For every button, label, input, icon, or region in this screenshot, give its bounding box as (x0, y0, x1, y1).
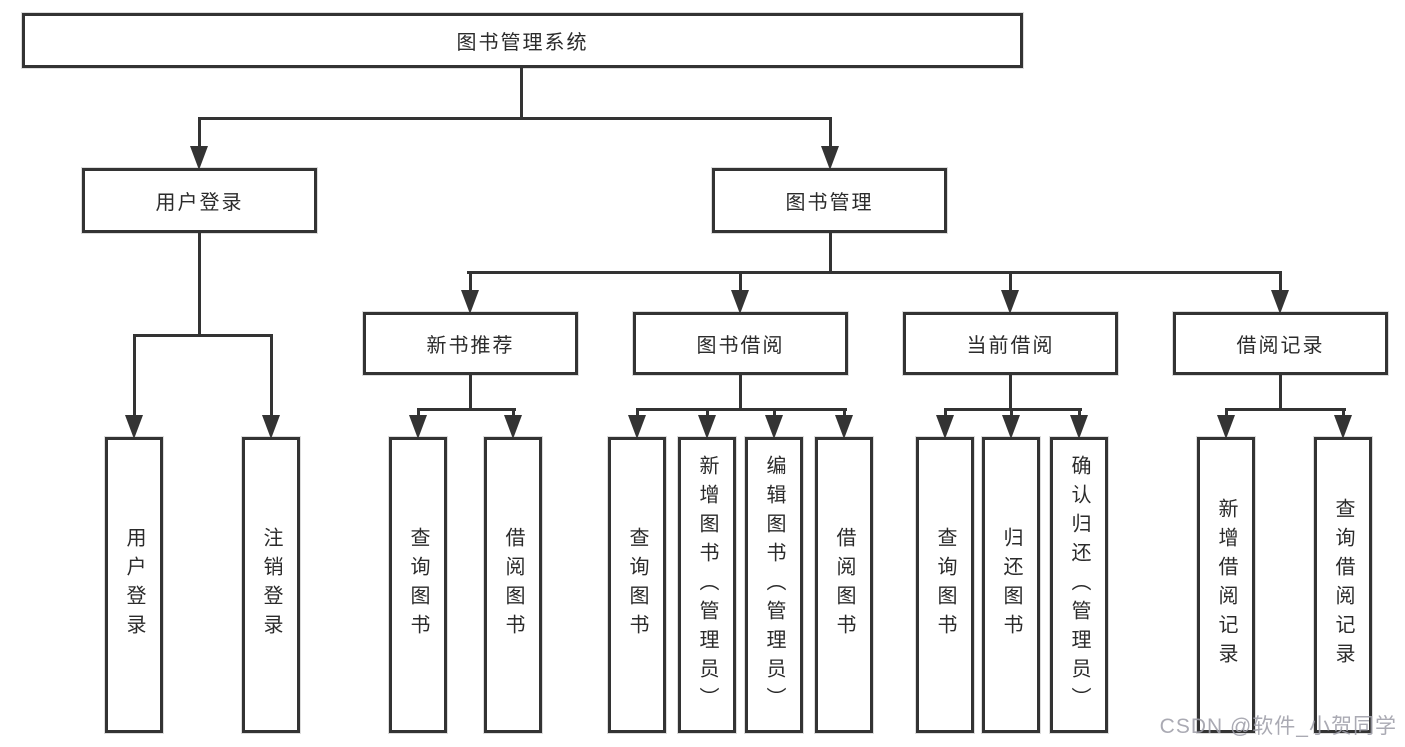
connector-line (197, 118, 201, 148)
connector-line (1278, 272, 1282, 292)
arrowhead-icon (698, 415, 716, 439)
connector-line (1008, 374, 1012, 410)
arrowhead-icon (628, 415, 646, 439)
connector-line (635, 407, 847, 411)
leaf-logout-login: 注销登录 (242, 437, 300, 733)
connector-line (511, 409, 515, 417)
leaf-user-login: 用户登录 (105, 437, 163, 733)
arrowhead-icon (1070, 415, 1088, 439)
arrowhead-icon (936, 415, 954, 439)
connector-line (943, 407, 1082, 411)
leaf-edit-book-admin: 编辑图书（管理员） (745, 437, 803, 733)
node-user-login: 用户登录 (82, 168, 317, 233)
leaf-add-borrow-record: 新增借阅记录 (1197, 437, 1255, 733)
node-book-borrowing: 图书借阅 (633, 312, 848, 375)
leaf-return-book: 归还图书 (982, 437, 1040, 733)
connector-line (132, 335, 136, 417)
connector-line (132, 333, 273, 337)
connector-line (519, 66, 523, 119)
leaf-borrow-books: 借阅图书 (484, 437, 542, 733)
connector-line (705, 409, 709, 417)
arrowhead-icon (1334, 415, 1352, 439)
arrowhead-icon (409, 415, 427, 439)
leaf-query-borrow-record: 查询借阅记录 (1314, 437, 1372, 733)
node-new-book-recommendation: 新书推荐 (363, 312, 578, 375)
connector-line (1008, 272, 1012, 292)
leaf-query-books: 查询图书 (916, 437, 974, 733)
node-library-management-system: 图书管理系统 (22, 13, 1023, 68)
arrowhead-icon (262, 415, 280, 439)
connector-line (416, 407, 516, 411)
connector-line (738, 374, 742, 410)
connector-line (828, 118, 832, 148)
node-borrowing-records: 借阅记录 (1173, 312, 1388, 375)
csdn-watermark: CSDN @软件_小贺同学 (1159, 715, 1397, 738)
node-current-borrowing: 当前借阅 (903, 312, 1118, 375)
arrowhead-icon (125, 415, 143, 439)
connector-line (416, 409, 420, 417)
arrowhead-icon (765, 415, 783, 439)
arrowhead-icon (504, 415, 522, 439)
arrowhead-icon (1271, 290, 1289, 314)
connector-line (269, 335, 273, 417)
connector-line (468, 272, 472, 292)
arrowhead-icon (461, 290, 479, 314)
connector-line (468, 374, 472, 410)
leaf-add-book-admin: 新增图书（管理员） (678, 437, 736, 733)
connector-line (943, 409, 947, 417)
connector-line (772, 409, 776, 417)
connector-line (1224, 409, 1228, 417)
leaf-query-books: 查询图书 (608, 437, 666, 733)
arrowhead-icon (1002, 415, 1020, 439)
arrowhead-icon (1217, 415, 1235, 439)
connector-line (1224, 407, 1346, 411)
leaf-confirm-return-admin: 确认归还（管理员） (1050, 437, 1108, 733)
connector-line (1077, 409, 1081, 417)
arrowhead-icon (731, 290, 749, 314)
connector-line (1341, 409, 1345, 417)
connector-line (828, 231, 832, 274)
connector-line (197, 116, 832, 120)
connector-line (1009, 409, 1013, 417)
connector-line (1278, 374, 1282, 410)
node-book-management: 图书管理 (712, 168, 947, 233)
arrowhead-icon (1001, 290, 1019, 314)
connector-line (738, 272, 742, 292)
arrowhead-icon (821, 146, 839, 170)
connector-line (197, 231, 201, 337)
arrowhead-icon (835, 415, 853, 439)
leaf-query-books: 查询图书 (389, 437, 447, 733)
connector-line (842, 409, 846, 417)
connector-line (466, 270, 1282, 274)
leaf-borrow-books: 借阅图书 (815, 437, 873, 733)
arrowhead-icon (190, 146, 208, 170)
connector-line (635, 409, 639, 417)
